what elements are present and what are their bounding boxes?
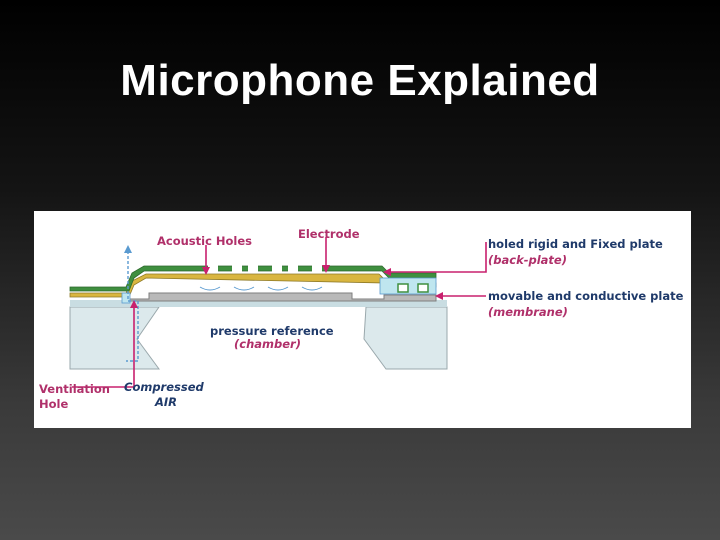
label-membrane-line1: movable and conductive plate [488,289,684,303]
label-membrane-line2: (membrane) [488,305,568,319]
label-compressed-line1: Compressed [124,380,205,394]
membrane [125,292,437,302]
substrate-left [69,306,160,370]
slide-title: Microphone Explained [120,56,600,105]
diagram-canvas: Acoustic Holes Electrode holed rigid and… [39,227,684,411]
label-backplate-line1: holed rigid and Fixed plate [488,237,663,251]
leader-arrowheads [130,265,443,308]
label-pressure-line1: pressure reference [210,324,334,338]
label-ventilation-line1: Ventilation [39,382,110,396]
mems-microphone-diagram: Acoustic Holes Electrode holed rigid and… [34,211,691,428]
compressed-air-path [126,251,139,362]
right-pedestal-core [397,283,409,293]
substrate-right [363,306,448,370]
acoustic-hole-gaps [208,265,322,273]
air-up-arrow [124,245,132,253]
leader-lines [72,237,487,388]
label-pressure-line2: (chamber) [234,337,301,351]
ventilation-channel [121,292,131,304]
label-ventilation-line2: Hole [39,397,68,411]
label-acoustic-holes: Acoustic Holes [157,234,252,248]
label-compressed-line2: AIR [154,395,177,409]
label-backplate-line2: (back-plate) [488,253,567,267]
substrate-top-band [70,300,447,307]
right-pedestal-core-2 [417,283,429,293]
air-arcs [199,286,323,291]
label-electrode: Electrode [298,227,360,241]
